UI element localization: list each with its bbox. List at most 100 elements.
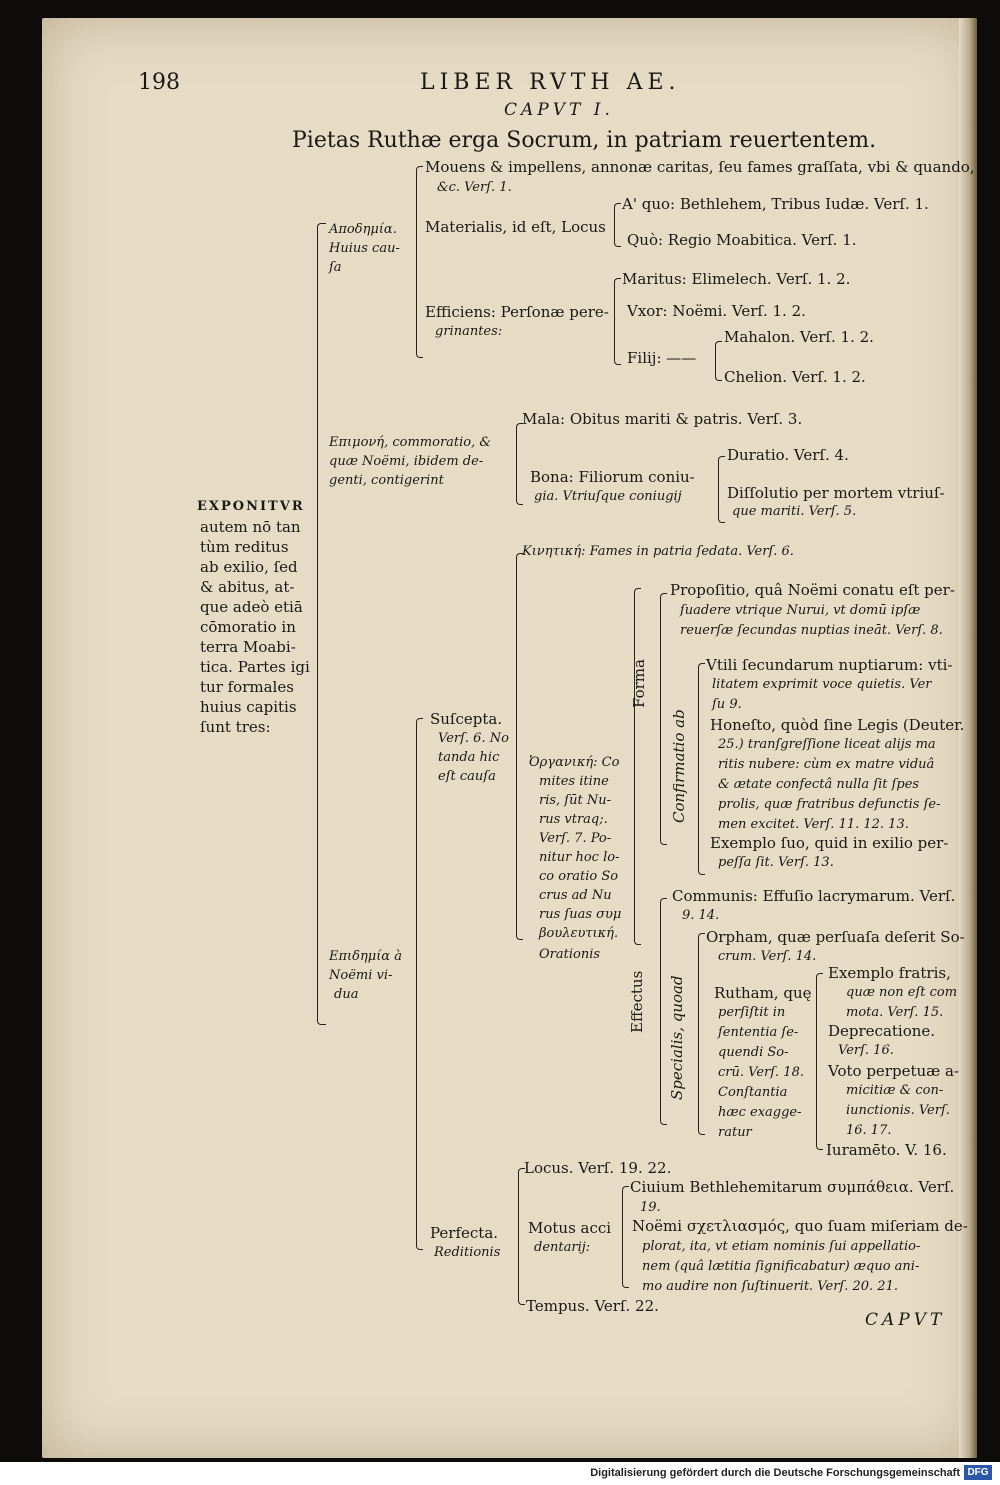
effectus-brace bbox=[660, 898, 667, 1125]
organike-text: crus ad Nu bbox=[539, 888, 612, 903]
part3-brace bbox=[416, 718, 423, 1250]
noemi-text: mo audire non ſuſtinuerit. Verſ. 20. 21. bbox=[642, 1279, 898, 1294]
duratio-text: Duratio. Verſ. 4. bbox=[727, 446, 849, 464]
tempus-text: Tempus. Verſ. 22. bbox=[526, 1297, 659, 1315]
locus-text: Locus. Verſ. 19. 22. bbox=[524, 1159, 672, 1177]
suscepta-text: Suſcepta. bbox=[430, 710, 503, 728]
exemplo-suo-text: peſſa ſit. Verſ. 13. bbox=[718, 855, 834, 870]
mahalon-text: Mahalon. Verſ. 1. 2. bbox=[724, 328, 874, 346]
iuramento-text: Iuramēto. V. 16. bbox=[826, 1141, 947, 1159]
honesto-text: prolis, quæ fratribus defunctis ſe- bbox=[718, 797, 941, 812]
exemplo-fratris-text: Exemplo fratris, bbox=[828, 964, 951, 982]
ciuium-text: Ciuium Bethlehemitarum συμπάθεια. Verſ. bbox=[630, 1178, 955, 1196]
perfecta-text: Reditionis bbox=[434, 1245, 501, 1260]
efficiens-brace bbox=[614, 278, 621, 365]
deprecatione-text: Deprecatione. bbox=[828, 1022, 936, 1040]
a-quo-text: A' quo: Bethlehem, Tribus Iudæ. Verſ. 1. bbox=[622, 195, 929, 213]
root-line: tùm reditus bbox=[200, 538, 289, 556]
exemplo-fratris-text: mota. Verſ. 15. bbox=[846, 1005, 944, 1020]
rutham-text: ſententia ſe- bbox=[718, 1025, 799, 1040]
suscepta-text: Verſ. 6. No bbox=[438, 731, 509, 746]
mala-text: Mala: Obitus mariti & patris. Verſ. 3. bbox=[522, 410, 803, 428]
bona-text: gia. Vtriuſque coniugij bbox=[534, 489, 682, 504]
efficiens-text: grinantes: bbox=[435, 324, 503, 339]
forma-brace bbox=[660, 593, 667, 845]
part1-label: Αποδημία. bbox=[329, 222, 397, 237]
root-line: autem nō tan bbox=[200, 518, 301, 536]
part2-label: Επιμονή, commoratio, & bbox=[329, 435, 491, 450]
efficiens-text: Efficiens: Perſonæ pere- bbox=[425, 303, 609, 321]
rutham-text: perſiſtit in bbox=[718, 1005, 786, 1020]
orpham-text: crum. Verſ. 14. bbox=[718, 949, 817, 964]
organike-text: nitur hoc lo- bbox=[539, 850, 620, 865]
voto-text: micitiæ & con- bbox=[846, 1083, 944, 1098]
rutham-text: Conſtantia bbox=[718, 1085, 788, 1100]
voto-text: 16. 17. bbox=[846, 1123, 892, 1138]
noemi-text: Noëmi σχετλιασμός, quo ſuam miſeriam de- bbox=[632, 1217, 968, 1235]
organike-brace bbox=[634, 588, 641, 945]
organike-text: rus ſuas συμ bbox=[539, 907, 622, 922]
specialis-brace bbox=[698, 933, 705, 1135]
specialis-label: Specialis, quoad bbox=[668, 975, 686, 1100]
maritus-text: Maritus: Elimelech. Verſ. 1. 2. bbox=[622, 270, 851, 288]
quo-text: Quò: Regio Moabitica. Verſ. 1. bbox=[627, 231, 857, 249]
dissolutio-text: Diſſolutio per mortem vtriuſ- bbox=[727, 484, 945, 502]
root-line: que adeò etiā bbox=[200, 598, 303, 616]
part1-brace bbox=[416, 166, 423, 358]
part3-label: dua bbox=[334, 987, 359, 1002]
motus-text: Motus acci bbox=[528, 1219, 612, 1237]
book-page: 198 LIBER RVTH AE. CAPVT I. Pietas Ruthæ… bbox=[42, 18, 977, 1458]
rutham-text: quendi So- bbox=[718, 1045, 789, 1060]
communis-text: Communis: Effuſio lacrymarum. Verſ. bbox=[672, 887, 956, 905]
materialis-text: Materialis, id eſt, Locus bbox=[425, 218, 606, 236]
vxor-text: Vxor: Noëmi. Verſ. 1. 2. bbox=[627, 302, 806, 320]
part1-label: ſa bbox=[329, 260, 342, 275]
vtili-text: litatem exprimit voce quietis. Ver bbox=[712, 677, 932, 692]
deprecatione-text: Verſ. 16. bbox=[838, 1043, 894, 1058]
root-line: ab exilio, ſed bbox=[200, 558, 298, 576]
root-line: huius capitis bbox=[200, 698, 297, 716]
kinetike-text: Κινητική: Fames in patria ſedata. Verſ. … bbox=[522, 544, 794, 559]
chelion-text: Chelion. Verſ. 1. 2. bbox=[724, 368, 866, 386]
root-line: tur formales bbox=[200, 678, 294, 696]
bona-text: Bona: Filiorum coniu- bbox=[530, 468, 695, 486]
footer-bar: Digitalisierung gefördert durch die Deut… bbox=[0, 1462, 1000, 1485]
running-title: LIBER RVTH AE. bbox=[420, 70, 681, 95]
root-line: cōmoratio in bbox=[200, 618, 296, 636]
propositio-text: ſuadere vtrique Nurui, vt domū ipſæ bbox=[680, 603, 921, 618]
part2-label: genti, contigerint bbox=[329, 473, 444, 488]
rutham-text: ratur bbox=[718, 1125, 752, 1140]
suscepta-text: tanda hic bbox=[438, 750, 500, 765]
suscepta-text: eſt cauſa bbox=[438, 769, 496, 784]
honesto-text: 25.) tranſgreſſione liceat alijs ma bbox=[718, 737, 936, 752]
vtili-text: Vtili ſecundarum nuptiarum: vti- bbox=[706, 656, 953, 674]
propositio-text: Propoſitio, quâ Noëmi conatu eſt per- bbox=[670, 581, 955, 599]
confirmatio-label: Confirmatio ab bbox=[670, 709, 688, 823]
part2-brace bbox=[516, 423, 523, 505]
chapter-heading: CAPVT I. bbox=[504, 100, 614, 120]
rutham-text: hæc exagge- bbox=[718, 1105, 802, 1120]
root-brace bbox=[317, 223, 326, 1025]
exemplo-fratris-text: quæ non eſt com bbox=[846, 985, 958, 1000]
voto-text: Voto perpetuæ a- bbox=[828, 1062, 960, 1080]
motus-brace bbox=[622, 1186, 629, 1288]
suscepta-brace bbox=[516, 553, 523, 940]
organike-text: Orationis bbox=[539, 947, 601, 962]
honesto-text: & ætate confectâ nulla ſit ſpes bbox=[718, 777, 920, 792]
materialis-brace bbox=[614, 203, 621, 247]
exemplo-suo-text: Exemplo ſuo, quid in exilio per- bbox=[710, 834, 949, 852]
organike-text: Ὀργανική: Co bbox=[529, 755, 620, 770]
forma-label: Forma bbox=[630, 659, 648, 708]
dfg-logo: DFG bbox=[964, 1465, 992, 1480]
honesto-text: Honeſto, quòd ſine Legis (Deuter. bbox=[710, 716, 965, 734]
part1-label: Huius cau- bbox=[329, 241, 400, 256]
part2-label: quæ Noëmi, ibidem de- bbox=[329, 454, 484, 469]
dissolutio-text: que mariti. Verſ. 5. bbox=[732, 504, 857, 519]
root-label: EXPONITVR bbox=[197, 499, 305, 514]
orpham-text: Orpham, quæ perſuaſa deſerit So- bbox=[706, 928, 965, 946]
organike-text: ris, ſūt Nu- bbox=[539, 793, 611, 808]
bona-brace bbox=[718, 456, 725, 523]
filij-text: Filij: —— bbox=[627, 349, 697, 367]
noemi-text: plorat, ita, vt etiam nominis ſui appell… bbox=[642, 1239, 921, 1254]
organike-text: rus vtraq;. bbox=[539, 812, 608, 827]
